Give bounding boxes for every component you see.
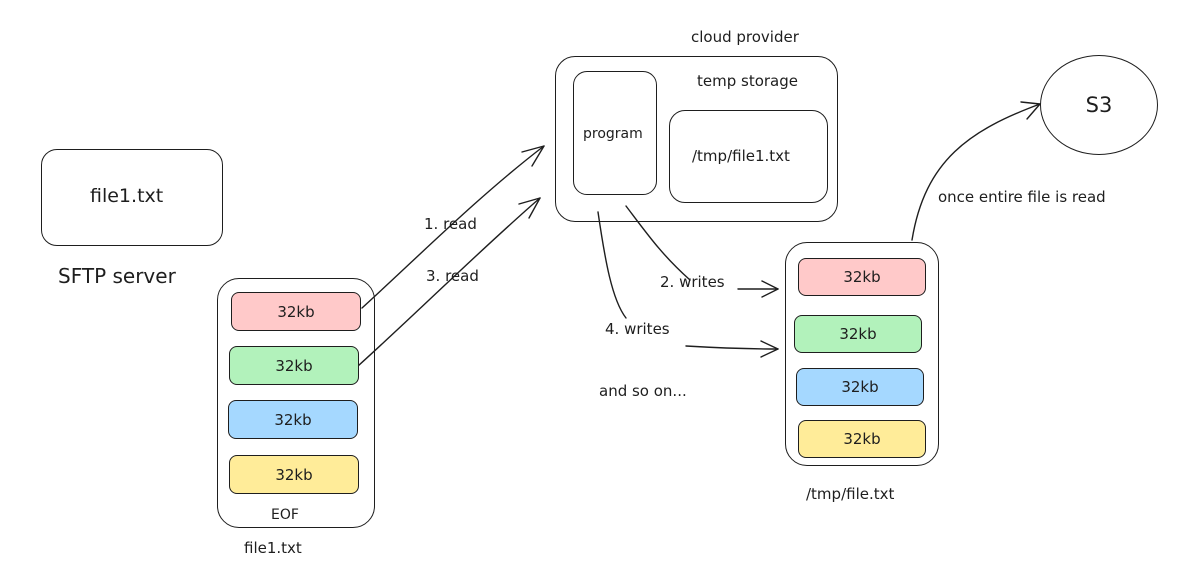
tmp-chunk-1: 32kb [798,258,926,296]
program-box [573,71,657,195]
write-arrow-4b [685,345,779,350]
program-label: program [583,126,643,142]
read-arrow-3-head [518,197,541,219]
s3-arrow [911,103,1041,241]
s3-node: S3 [1040,55,1158,155]
sftp-file-box-label: file1.txt [90,185,164,207]
source-chunk-2: 32kb [229,346,359,385]
write-2-label: 2. writes [660,273,725,291]
source-file-caption: file1.txt [244,539,302,557]
read-arrow-1 [361,145,545,309]
source-chunk-1-label: 32kb [277,302,315,321]
tmp-chunk-2: 32kb [794,315,922,353]
write-arrow-2 [625,205,691,281]
tmp-file-label: /tmp/file1.txt [692,147,790,165]
tmp-file-container [785,242,939,466]
tmp-chunk-2-label: 32kb [839,325,877,343]
eof-label: EOF [271,507,299,523]
source-chunk-4-label: 32kb [275,465,313,484]
tmp-chunk-3: 32kb [796,368,924,406]
source-file-container [217,278,375,528]
source-chunk-2-label: 32kb [275,356,313,375]
source-chunk-4: 32kb [229,455,359,494]
cloud-provider-title: cloud provider [691,28,799,46]
tmp-chunk-3-label: 32kb [841,378,879,396]
tmp-file-box [669,110,828,203]
sftp-file-box [41,149,223,246]
tmp-chunk-4: 32kb [798,420,926,458]
temp-storage-label: temp storage [697,72,798,90]
and-so-on-label: and so on... [599,382,687,400]
tmp-file-caption: /tmp/file.txt [806,485,895,503]
cloud-provider-box [555,56,838,222]
s3-label: S3 [1085,93,1113,117]
source-chunk-3-label: 32kb [274,410,312,429]
read-arrow-1-head [521,145,545,167]
read-arrow-3 [357,197,541,367]
read-1-label: 1. read [424,215,477,233]
write-arrow-2-head [761,280,779,298]
tmp-chunk-4-label: 32kb [843,430,881,448]
sftp-server-label: SFTP server [58,264,176,288]
s3-arrow-label: once entire file is read [938,188,1106,206]
read-3-label: 3. read [426,267,479,285]
write-4-label: 4. writes [605,320,670,338]
write-arrow-4 [597,211,627,319]
tmp-chunk-1-label: 32kb [843,268,881,286]
write-arrow-4-head [760,340,779,358]
source-chunk-1: 32kb [231,292,361,331]
source-chunk-3: 32kb [228,400,358,439]
